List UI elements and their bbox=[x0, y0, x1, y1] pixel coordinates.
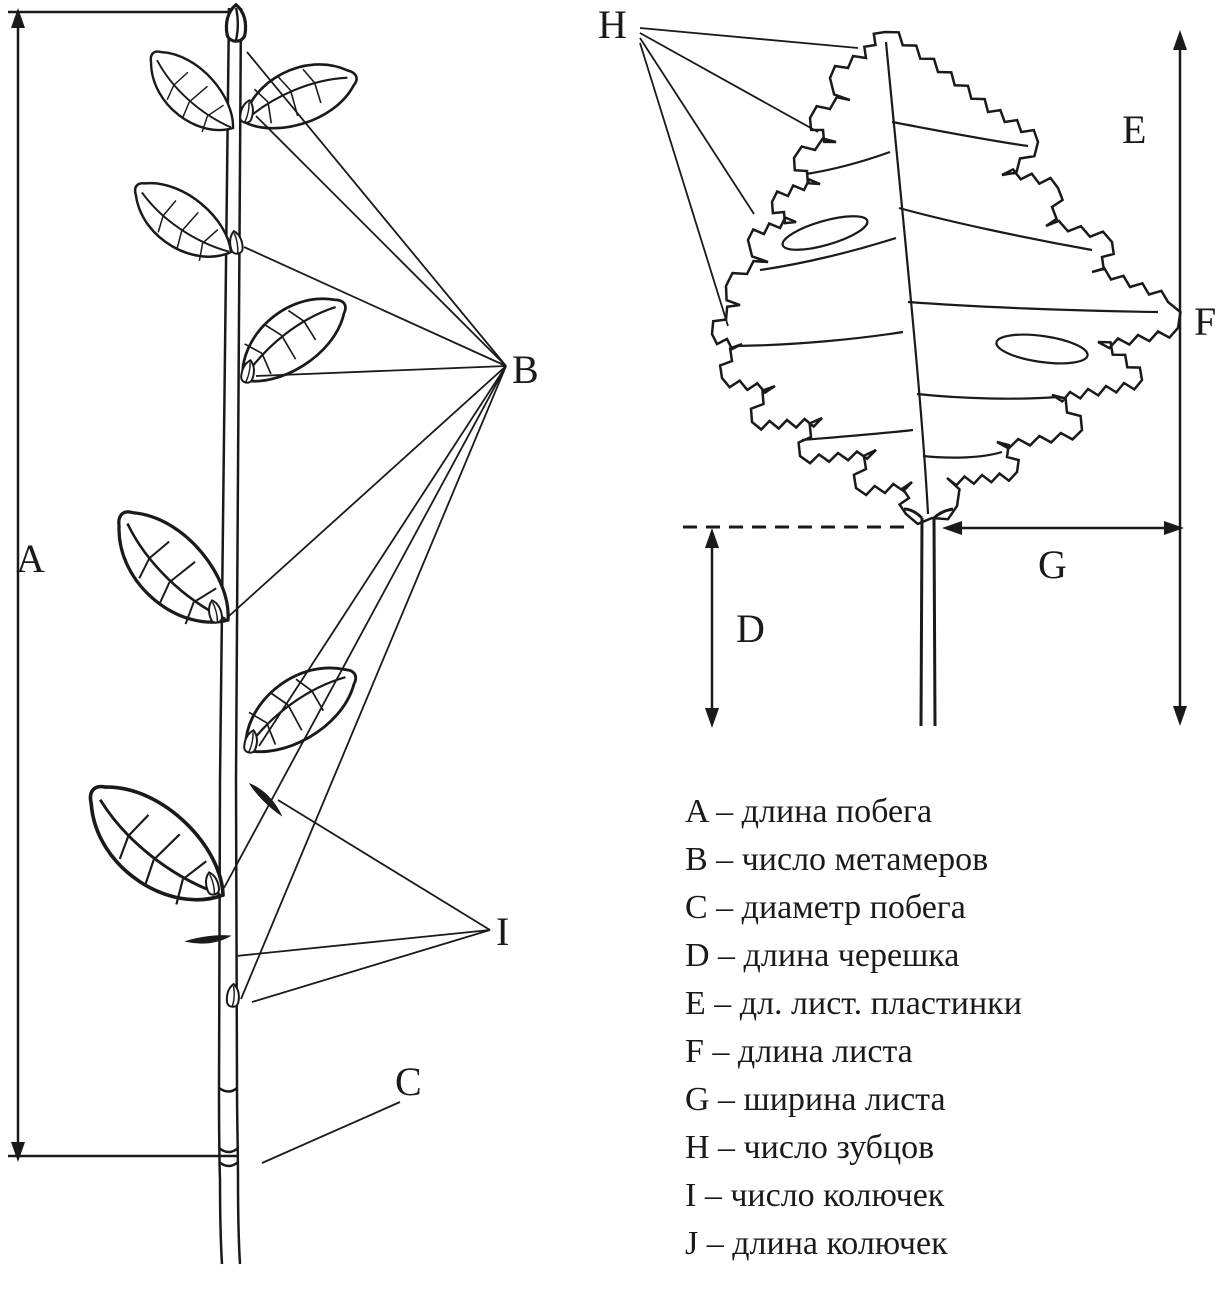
leaf bbox=[65, 760, 245, 932]
label-leaf-width: G bbox=[1038, 542, 1067, 587]
label-shoot-length: A bbox=[16, 536, 45, 581]
leaf-veins bbox=[736, 41, 1159, 515]
label-petiole-length: D bbox=[736, 606, 765, 651]
arrowhead-icon bbox=[11, 8, 25, 28]
legend-item: G – ширина листа bbox=[685, 1081, 946, 1118]
arrowhead-icon bbox=[1173, 30, 1187, 50]
shoot-stem bbox=[217, 7, 243, 1265]
leaf-blade bbox=[710, 30, 1182, 526]
label-blade-length: E bbox=[1122, 107, 1146, 152]
spine bbox=[185, 917, 231, 961]
leaf-petiole bbox=[903, 507, 954, 727]
spine-pointer-lines bbox=[235, 799, 491, 1003]
label-shoot-diameter: C bbox=[395, 1059, 422, 1104]
legend: A – длина побега B – число метамеров C –… bbox=[685, 788, 1185, 1268]
leaf bbox=[94, 490, 250, 650]
label-spines: I bbox=[496, 909, 509, 954]
legend-item: C – диаметр побега bbox=[685, 889, 966, 926]
label-leaf-length: F bbox=[1194, 299, 1216, 344]
leaf bbox=[231, 48, 367, 144]
arrowhead-icon bbox=[705, 708, 719, 728]
legend-item: A – длина побега bbox=[685, 793, 933, 830]
label-teeth: H bbox=[598, 2, 627, 47]
arrowhead-icon bbox=[942, 521, 962, 535]
leaf bbox=[133, 35, 249, 151]
arrowhead-icon bbox=[705, 528, 719, 548]
label-metamers: B bbox=[512, 347, 539, 392]
legend-item: J – длина колючек bbox=[685, 1225, 948, 1262]
teeth-pointer-lines bbox=[639, 27, 859, 327]
arrowhead-icon bbox=[11, 1142, 25, 1162]
diameter-pointer-line bbox=[261, 1101, 401, 1164]
leaf-ovals bbox=[781, 215, 1089, 365]
arrowhead-icon bbox=[1164, 521, 1184, 535]
shoot-leaves bbox=[65, 35, 372, 932]
legend-item: B – число метамеров bbox=[685, 841, 989, 878]
legend-item: E – дл. лист. пластинки bbox=[685, 985, 1022, 1022]
legend-item: F – длина листа bbox=[685, 1033, 913, 1070]
legend-item: D – длина черешка bbox=[685, 937, 960, 974]
legend-item: I – число колючек bbox=[685, 1177, 945, 1214]
arrowhead-icon bbox=[1173, 706, 1187, 726]
metamer-pointer-lines bbox=[223, 51, 507, 1000]
terminal-bud bbox=[224, 3, 248, 43]
shoot-length-arrow bbox=[8, 10, 238, 1158]
legend-item: H – число зубцов bbox=[685, 1129, 935, 1166]
